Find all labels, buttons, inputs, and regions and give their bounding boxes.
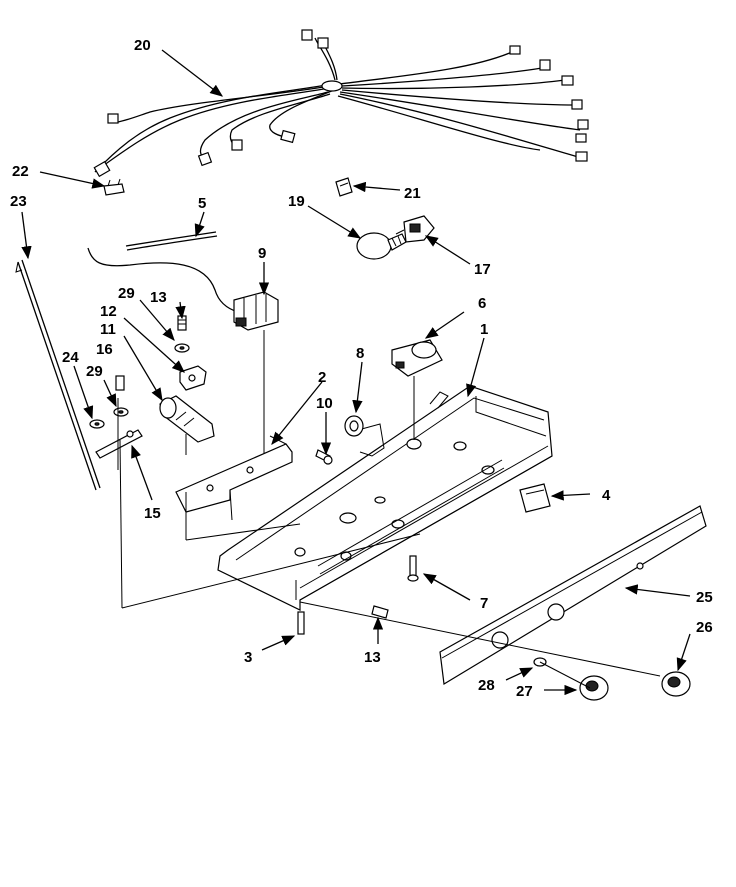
callout-29-lower: 29 <box>86 363 103 380</box>
callout-7: 7 <box>480 595 488 612</box>
leader-lines <box>21 49 691 696</box>
washer-29-lower <box>113 407 129 417</box>
callout-6: 6 <box>478 295 486 312</box>
screw-7 <box>407 555 419 582</box>
callout-11: 11 <box>100 321 116 338</box>
temperature-control <box>233 291 279 460</box>
callout-16: 16 <box>96 341 113 358</box>
light-switch-clip <box>335 177 353 197</box>
light-bulb <box>356 232 407 260</box>
switch-6 <box>391 339 443 440</box>
wire-clip <box>103 178 125 196</box>
callout-23: 23 <box>10 193 27 210</box>
wire-harness <box>93 29 589 178</box>
mounting-bracket <box>175 435 293 540</box>
screw-16 <box>115 375 125 391</box>
callout-labels: 20 22 23 5 19 21 17 9 29 13 12 11 16 6 8… <box>10 37 713 700</box>
callout-20: 20 <box>134 37 151 54</box>
capillary-tube <box>87 231 239 313</box>
screw-10 <box>315 449 333 465</box>
knob-27 <box>579 675 609 701</box>
callout-24: 24 <box>62 349 79 366</box>
callout-8: 8 <box>356 345 364 362</box>
callout-27: 27 <box>516 683 533 700</box>
callout-22: 22 <box>12 163 29 180</box>
spring-28 <box>533 657 591 689</box>
switch-4 <box>519 483 551 513</box>
callout-25: 25 <box>696 589 713 606</box>
callout-1: 1 <box>480 321 488 338</box>
bracket-12 <box>179 365 207 391</box>
light-socket <box>395 215 435 243</box>
callout-15: 15 <box>144 505 161 522</box>
callout-26: 26 <box>696 619 713 636</box>
callout-13-lower: 13 <box>364 649 381 666</box>
washer-24 <box>89 419 105 429</box>
control-housing <box>217 385 553 611</box>
screw-13-upper <box>177 315 187 331</box>
callout-13-upper: 13 <box>150 289 167 306</box>
screw-3 <box>297 611 305 635</box>
callout-29-upper: 29 <box>118 285 135 302</box>
link-15 <box>95 398 143 609</box>
washer-29-upper <box>174 343 190 353</box>
callout-17: 17 <box>474 261 491 278</box>
control-rod <box>15 259 101 491</box>
callout-21: 21 <box>404 185 421 202</box>
knob-26 <box>661 671 691 697</box>
callout-2: 2 <box>318 369 326 386</box>
callout-12: 12 <box>100 303 117 320</box>
callout-5: 5 <box>198 195 206 212</box>
callout-3: 3 <box>244 649 252 666</box>
callout-10: 10 <box>316 395 333 412</box>
screw-13-lower <box>371 605 389 619</box>
cold-control-11 <box>159 395 215 455</box>
knob-8 <box>344 415 364 437</box>
control-panel <box>121 505 707 685</box>
callout-19: 19 <box>288 193 305 210</box>
callout-28: 28 <box>478 677 495 694</box>
callout-9: 9 <box>258 245 266 262</box>
callout-4: 4 <box>602 487 611 504</box>
